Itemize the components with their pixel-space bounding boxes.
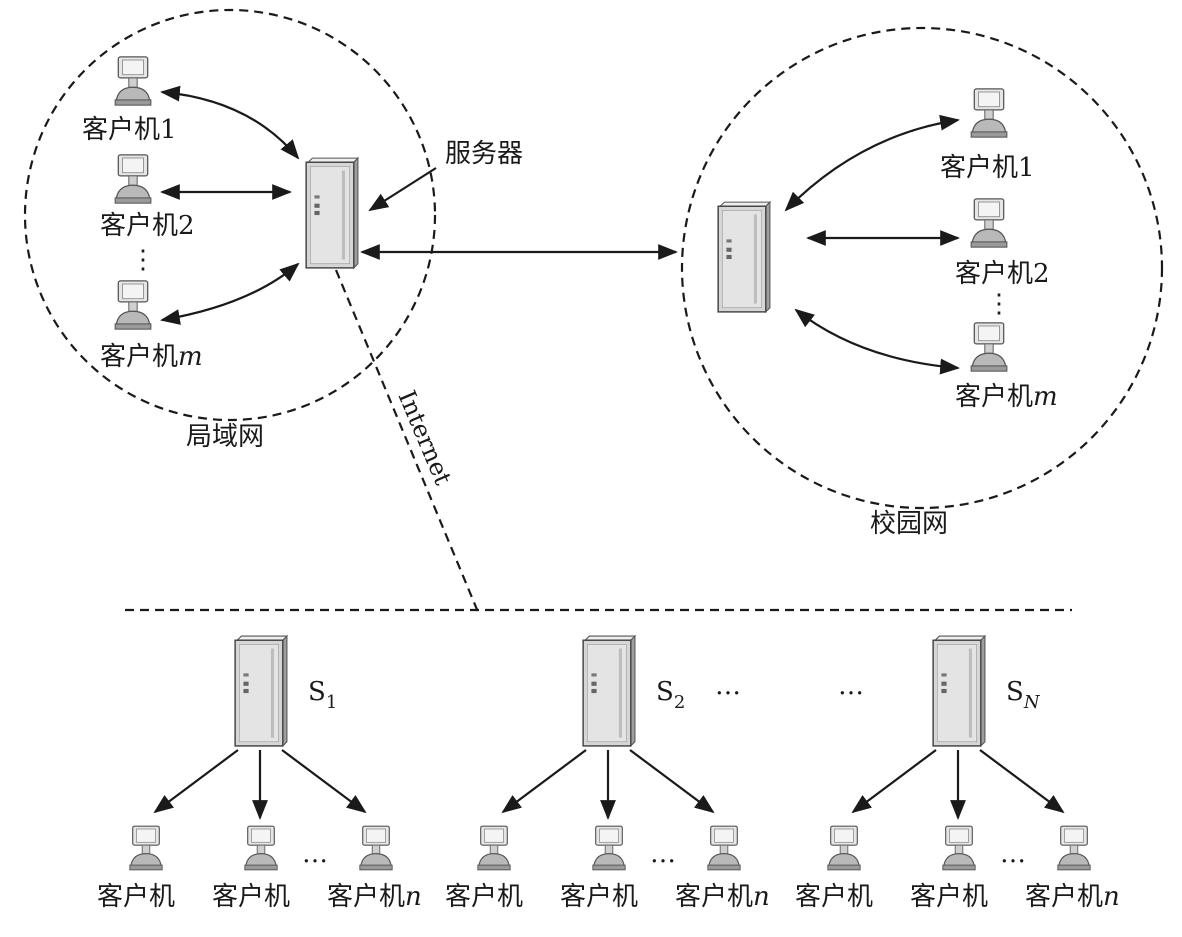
campus-client-m-icon [970,322,1008,372]
server-3-label: SN [1006,677,1041,713]
server-3-client-1-label: 客户机 [795,882,873,912]
server-3-client-3-icon [1057,825,1091,871]
lan-label: 局域网 [186,422,264,452]
server-2-client-2-icon [592,825,626,871]
server-1-link-1 [153,749,239,814]
server-2-client-ellipsis: … [650,839,676,869]
lan-client-2-label: 客户机2 [100,211,195,241]
server-1-client-1-icon [129,825,163,871]
campus-client-2-label: 客户机2 [955,259,1050,289]
server-3-client-2-label: 客户机 [910,882,988,912]
server-3-client-3-label: 客户机n [1025,882,1120,912]
lan-client-1-icon [114,56,152,106]
internet-link [334,269,480,613]
campus-label: 校园网 [870,509,948,539]
campus-client-1-label: 客户机1 [940,153,1035,183]
server-3-client-1-icon [827,825,861,871]
server-2-client-2-label: 客户机 [560,882,638,912]
server-3-client-2-icon [942,825,976,871]
server-1-client-2-label: 客户机 [212,882,290,912]
internet-label: Internet [392,386,457,489]
server-1-client-1-label: 客户机 [97,882,175,912]
campus-vellipsis: ⋮ [986,289,1012,319]
server-2-label: S2 [656,677,685,713]
server-3-client-ellipsis: … [1000,839,1026,869]
lan-client-2-icon [114,154,152,204]
server-1-link-3 [281,749,367,814]
campus-client-m-label: 客户机m [955,382,1058,412]
server-2-client-1-label: 客户机 [445,882,523,912]
server-2-client-3-label: 客户机n [675,882,770,912]
server-1-client-3-icon [359,825,393,871]
server-2-link-3 [629,749,715,814]
lan-client-1-label: 客户机1 [82,115,177,145]
server-1-client-3-label: 客户机n [327,882,422,912]
server-2-link-1 [501,749,587,814]
lan-link-client-1 [160,85,300,160]
server-2-icon [581,634,637,748]
server-3-link-1 [851,749,937,814]
campus-boundary [680,26,1164,510]
campus-client-2-icon [970,198,1008,248]
server-groups: S1客户机客户机客户机n…S2客户机客户机客户机n…SN客户机客户机客户机n……… [97,634,1120,912]
campus-group: 客户机1 客户机2 ⋮ 客户机m 校园网 [680,26,1164,539]
lan-server-icon [304,156,360,270]
server-3-link-3 [979,749,1065,814]
lan-boundary [23,8,437,422]
server-1-icon [233,634,289,748]
server-ellipsis-2: … [838,671,864,701]
lan-client-m-label: 客户机m [100,342,203,372]
server-pointer-arrow [368,167,437,212]
server-ellipsis-1: … [715,671,741,701]
campus-link-client-m [794,308,960,375]
server-1-label: S1 [308,677,337,713]
campus-server-icon [716,200,772,314]
campus-client-1-icon [970,88,1008,138]
campus-link-client-1 [784,114,960,212]
lan-group: 客户机1 客户机2 ⋮ 客户机m 服务器 局域网 [23,8,523,452]
server-2-client-1-icon [477,825,511,871]
server-3-icon [931,634,987,748]
server-2-client-3-icon [707,825,741,871]
server-group-3: SN 客户机 客户机 客户机n … [795,634,1120,912]
server-1-client-ellipsis: … [302,839,328,869]
lan-vellipsis: ⋮ [130,245,156,275]
lan-link-client-m [160,262,300,325]
server-group-1: S1 客户机 客户机 客户机n … [97,634,422,912]
server-1-client-2-icon [244,825,278,871]
server-group-2: S2 客户机 客户机 客户机n … [445,634,770,912]
lan-client-m-icon [114,280,152,330]
lan-server-label: 服务器 [445,139,523,169]
